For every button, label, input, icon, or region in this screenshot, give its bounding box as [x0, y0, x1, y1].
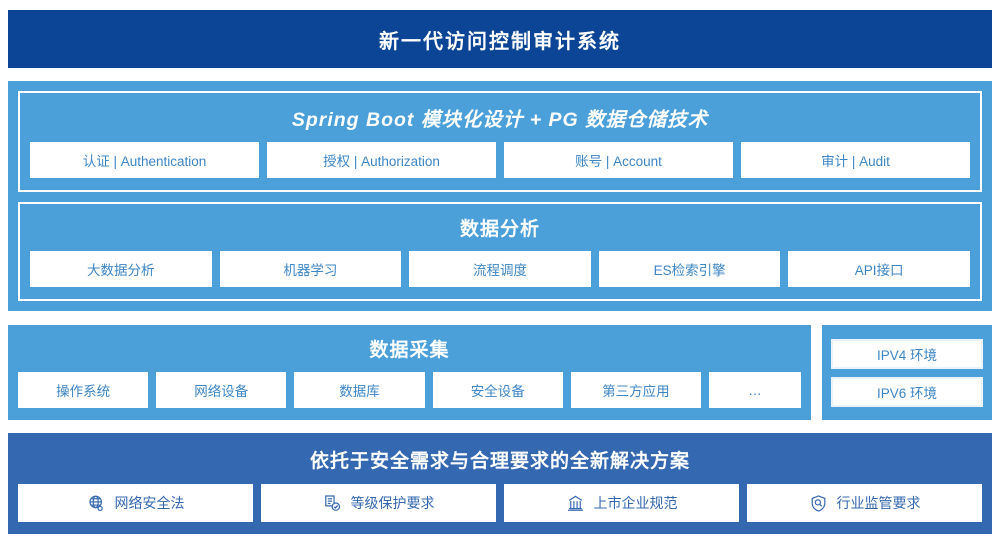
solution-panel: 依托于安全需求与合理要求的全新解决方案 网络安全法 — [8, 433, 992, 534]
card-industry-regulation[interactable]: 行业监管要求 — [747, 484, 982, 522]
page-title: 新一代访问控制审计系统 — [379, 30, 621, 53]
card-more[interactable]: … — [709, 372, 802, 408]
card-label: 网络安全法 — [114, 495, 185, 511]
card-process-scheduling[interactable]: 流程调度 — [409, 251, 591, 287]
data-collection-row: 数据采集 操作系统 网络设备 数据库 安全设备 第三方应用 … — [8, 325, 992, 420]
spring-boot-group-title: Spring Boot 模块化设计 + PG 数据仓储技术 — [291, 109, 709, 131]
card-authentication[interactable]: 认证 | Authentication — [30, 142, 259, 178]
card-label: 数据库 — [339, 384, 380, 399]
card-authorization[interactable]: 授权 | Authorization — [267, 142, 496, 178]
card-big-data-analysis[interactable]: 大数据分析 — [30, 251, 212, 287]
card-ipv6-environment[interactable]: IPV6 环境 — [831, 376, 983, 407]
card-audit[interactable]: 审计 | Audit — [741, 142, 970, 178]
platform-panel: Spring Boot 模块化设计 + PG 数据仓储技术 认证 | Authe… — [8, 81, 992, 311]
card-network-device[interactable]: 网络设备 — [156, 372, 287, 408]
page-header: 新一代访问控制审计系统 — [8, 10, 992, 68]
card-label: 认证 | Authentication — [82, 154, 207, 169]
data-collection-panel: 数据采集 操作系统 网络设备 数据库 安全设备 第三方应用 … — [8, 325, 811, 420]
card-label: 流程调度 — [472, 263, 527, 278]
card-es-search-engine[interactable]: ES检索引擎 — [598, 251, 781, 287]
card-label: 机器学习 — [283, 263, 338, 278]
card-machine-learning[interactable]: 机器学习 — [219, 251, 402, 287]
card-label: 账号 | Account — [575, 154, 662, 169]
shield-search-icon — [809, 494, 828, 513]
data-analysis-card-row: 大数据分析 机器学习 流程调度 ES检索引擎 API接口 — [30, 251, 970, 287]
card-label: 操作系统 — [56, 384, 111, 399]
card-label: 第三方应用 — [602, 384, 670, 399]
data-collection-card-row: 操作系统 网络设备 数据库 安全设备 第三方应用 … — [18, 372, 802, 408]
card-label: 等级保护要求 — [350, 495, 435, 511]
card-database[interactable]: 数据库 — [294, 372, 425, 408]
card-cybersecurity-law[interactable]: 网络安全法 — [18, 484, 253, 522]
card-account[interactable]: 账号 | Account — [504, 142, 733, 178]
solution-panel-title: 依托于安全需求与合理要求的全新解决方案 — [309, 451, 690, 472]
card-label: 行业监管要求 — [836, 495, 921, 511]
card-listed-enterprise-standard[interactable]: 上市企业规范 — [504, 484, 739, 522]
card-label: 安全设备 — [470, 384, 525, 399]
card-label: IPV4 环境 — [876, 347, 938, 363]
card-operating-system[interactable]: 操作系统 — [18, 372, 149, 408]
card-label: 审计 | Audit — [821, 154, 890, 169]
ip-environment-panel: IPV4 环境 IPV6 环境 — [822, 325, 992, 420]
bank-building-icon — [566, 494, 585, 513]
card-api-interface[interactable]: API接口 — [788, 251, 970, 287]
spring-boot-group: Spring Boot 模块化设计 + PG 数据仓储技术 认证 | Authe… — [18, 91, 982, 192]
data-analysis-group: 数据分析 大数据分析 机器学习 流程调度 ES检索引擎 API接口 — [18, 202, 982, 301]
solution-card-row: 网络安全法 等级保护要求 — [18, 484, 982, 522]
card-label: 大数据分析 — [87, 263, 155, 278]
globe-network-icon — [87, 494, 106, 513]
card-classified-protection[interactable]: 等级保护要求 — [261, 484, 496, 522]
card-label: 上市企业规范 — [593, 495, 678, 511]
card-ipv4-environment[interactable]: IPV4 环境 — [831, 338, 983, 369]
document-check-icon — [323, 494, 342, 513]
data-collection-title: 数据采集 — [369, 340, 450, 361]
data-analysis-group-title: 数据分析 — [459, 219, 540, 240]
card-label: IPV6 环境 — [876, 385, 938, 401]
card-label: … — [748, 382, 762, 398]
card-third-party-application[interactable]: 第三方应用 — [570, 372, 702, 408]
architecture-diagram-page: 新一代访问控制审计系统 Spring Boot 模块化设计 + PG 数据仓储技… — [0, 10, 1000, 539]
card-label: 授权 | Authorization — [323, 154, 440, 169]
card-label: 网络设备 — [194, 384, 249, 399]
card-security-device[interactable]: 安全设备 — [432, 372, 563, 408]
spring-boot-card-row: 认证 | Authentication 授权 | Authorization 账… — [30, 142, 970, 178]
card-label: ES检索引擎 — [653, 263, 726, 278]
card-label: API接口 — [854, 263, 904, 278]
